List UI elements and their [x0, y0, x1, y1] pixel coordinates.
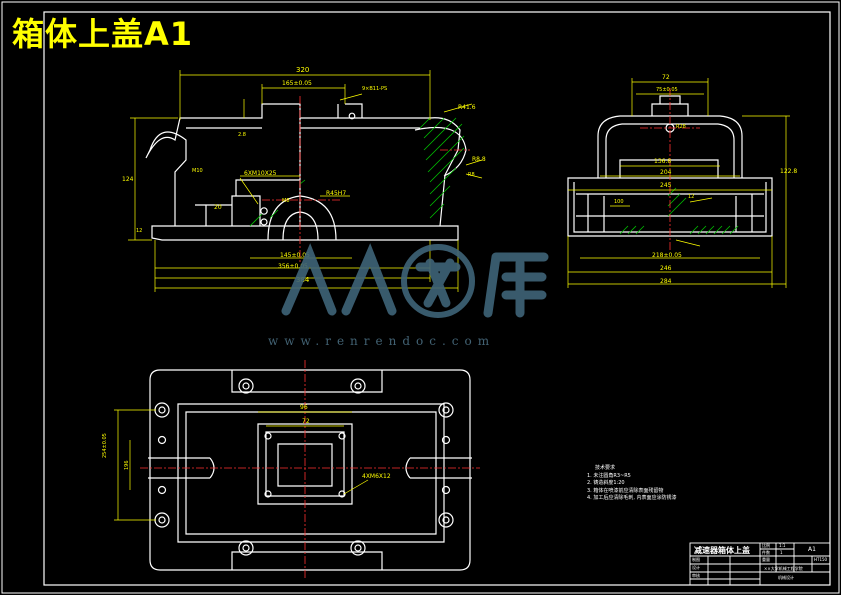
sheet-size: A1 — [808, 546, 816, 553]
drawing-name: 减速器箱体上盖 — [694, 546, 750, 555]
side-hatch — [619, 187, 739, 235]
dim-122: 122.8 — [780, 168, 798, 175]
dim-124: 124 — [122, 176, 134, 183]
front-centerlines — [262, 96, 470, 262]
scale-label: 比例 — [762, 543, 770, 548]
side-centerlines — [640, 88, 700, 250]
dim-356: 356±0.05 — [278, 263, 308, 270]
dim-246: 246 — [660, 265, 672, 272]
dim-r45h7: R45H7 — [326, 190, 347, 197]
material: HT150 — [814, 557, 828, 562]
dim-r28: R28 — [676, 124, 686, 130]
dim-218: 218±0.05 — [652, 252, 682, 259]
dim-r41: R41.6 — [458, 104, 476, 111]
qty-value: 1 — [780, 550, 783, 555]
dim-4xm6: 4XM6X12 — [362, 473, 391, 480]
dim-m8: M8 — [282, 198, 290, 204]
school-name: ××大学机械工程学院 — [764, 566, 803, 571]
dim-196: 196 — [124, 460, 130, 470]
dim-75: 75±0.05 — [656, 87, 678, 93]
qty-label: 件数 — [762, 550, 770, 555]
dim-plan-72: 72 — [302, 418, 310, 425]
dim-165: 165±0.05 — [282, 80, 312, 87]
weight-label: 重量 — [762, 557, 770, 562]
dim-254: 254±0.05 — [102, 433, 108, 458]
dim-320: 320 — [296, 66, 310, 74]
dim-284: 284 — [660, 278, 672, 285]
dim-100: 100 — [614, 199, 624, 205]
inner-frame — [43, 11, 831, 586]
dim-side-12: 12 — [688, 194, 695, 200]
dim-72: 72 — [662, 74, 670, 81]
dim-m10: M10 — [192, 168, 203, 174]
note-item: 2. 铸造斜度1:20 — [587, 480, 625, 486]
dim-245: 245 — [660, 182, 672, 189]
dim-384: 384 — [296, 276, 310, 284]
dim-145: 145±0.05 — [280, 252, 310, 259]
class-name: 机械设计 — [778, 575, 794, 580]
dim-r8-8: R8.8 — [472, 156, 486, 163]
front-hatch — [249, 117, 465, 227]
technical-notes: 技术要求 1. 未注圆角R3~R5 2. 铸造斜度1:20 3. 箱体在喷漆前应… — [587, 465, 737, 503]
plan-centerlines — [140, 360, 480, 580]
dim-vent: 9×B11-PS — [362, 86, 388, 92]
plan-dimensions — [114, 409, 369, 521]
side-dimensions — [567, 78, 790, 288]
note-item: 1. 未注圆角R3~R5 — [587, 472, 631, 479]
dim-96: 96 — [300, 404, 308, 411]
dim-20: 20 — [214, 204, 222, 211]
drawing-title: 箱体上盖A1 — [12, 15, 194, 53]
title-block — [689, 542, 831, 586]
dim-204: 204 — [660, 169, 672, 176]
dim-r8: R8 — [468, 172, 475, 178]
plan-view — [148, 369, 472, 571]
dim-2-8: 2.8 — [238, 132, 246, 138]
row-label: 制图 — [692, 557, 700, 562]
dim-136: 136.8 — [654, 158, 672, 165]
note-item: 3. 箱体在喷漆前应清除表面残留物 — [587, 487, 664, 494]
notes-heading: 技术要求 — [595, 465, 616, 471]
watermark-url: www.renrendoc.com — [268, 334, 496, 348]
note-item: 4. 加工后应清除毛刺, 内表面应涂防锈漆 — [587, 495, 677, 501]
dim-6xm10: 6XM10X25 — [244, 170, 277, 177]
row-label: 审核 — [692, 573, 700, 578]
row-label: 设计 — [692, 565, 700, 570]
scale-value: 1:1 — [779, 543, 786, 548]
dim-12: 12 — [136, 228, 143, 234]
